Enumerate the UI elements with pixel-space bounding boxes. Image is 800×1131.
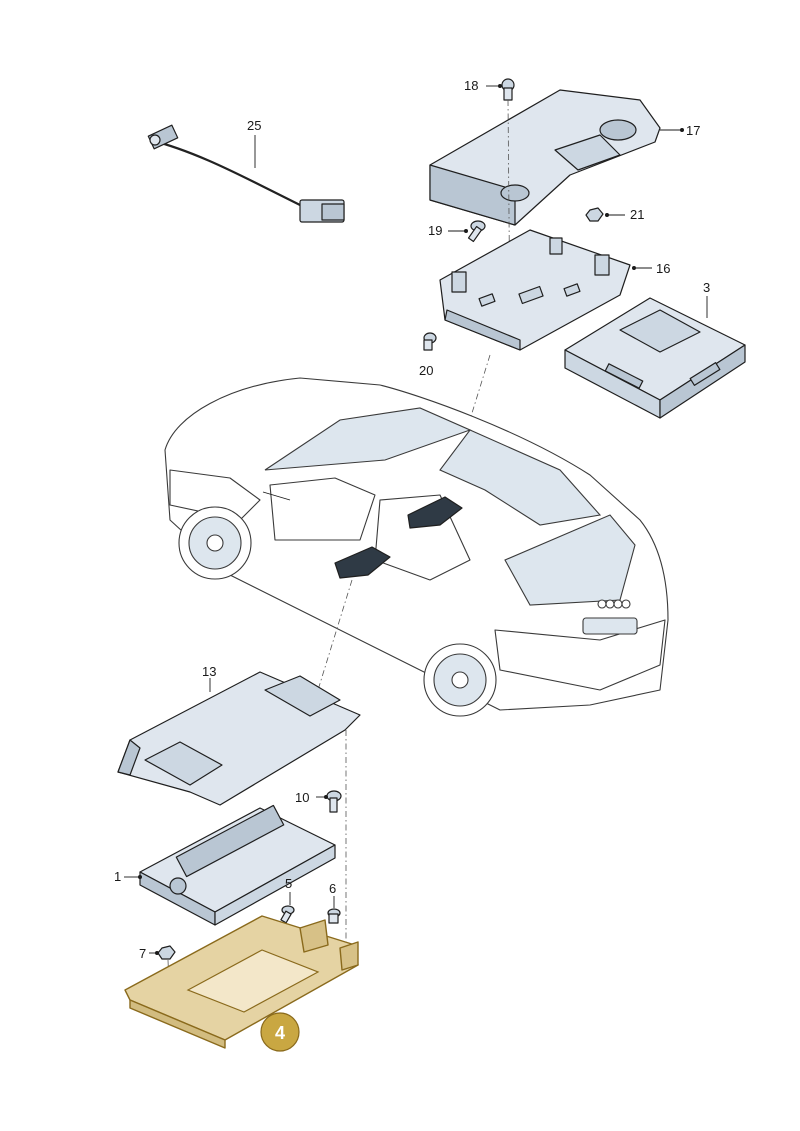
part-20-bolt[interactable] <box>423 332 437 351</box>
callout-4-label: 4 <box>275 1023 285 1043</box>
module-marker-upper[interactable] <box>407 496 463 529</box>
label-13: 13 <box>202 664 216 679</box>
vehicle-outline <box>164 377 669 717</box>
part-19-screw[interactable] <box>467 220 486 243</box>
label-3: 3 <box>703 280 710 295</box>
part-4-tray[interactable] <box>124 915 359 1049</box>
part-7-nut[interactable] <box>157 945 176 960</box>
part-13-cover[interactable] <box>117 671 361 806</box>
label-10: 10 <box>295 790 309 805</box>
part-17-cover[interactable] <box>429 89 661 226</box>
part-21-nut[interactable] <box>585 207 604 222</box>
part-18-clip[interactable] <box>501 78 515 101</box>
part-6-bolt[interactable] <box>327 908 341 924</box>
label-17: 17 <box>686 123 700 138</box>
label-19: 19 <box>428 223 442 238</box>
part-10-screw[interactable] <box>326 790 342 813</box>
callout-4-badge[interactable]: 4 <box>260 1012 300 1052</box>
part-5-screw[interactable] <box>280 905 295 924</box>
label-1: 1 <box>114 869 121 884</box>
label-18: 18 <box>464 78 478 93</box>
label-25: 25 <box>247 118 261 133</box>
part-1-module[interactable] <box>139 804 336 926</box>
label-16: 16 <box>656 261 670 276</box>
label-5: 5 <box>285 876 292 891</box>
label-7: 7 <box>139 946 146 961</box>
part-3-control-unit[interactable] <box>564 297 746 419</box>
part-16-bracket[interactable] <box>439 229 631 351</box>
label-20: 20 <box>419 363 433 378</box>
label-6: 6 <box>329 881 336 896</box>
part-25-cable[interactable] <box>147 124 345 223</box>
label-21: 21 <box>630 207 644 222</box>
module-marker-lower[interactable] <box>334 546 391 579</box>
